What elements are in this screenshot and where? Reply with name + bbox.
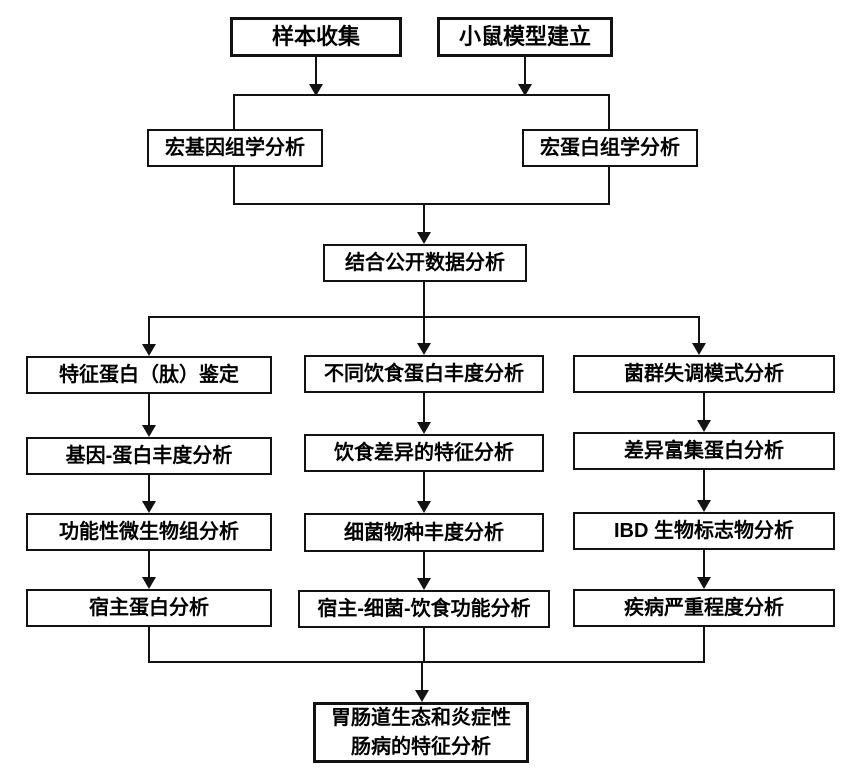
node-feature-protein-identification-label: 特征蛋白（肽）鉴定 [59, 364, 239, 386]
node-diet-difference-features: 饮食差异的特征分析 [304, 434, 544, 472]
arrowhead-final-icon [415, 690, 429, 702]
arrowhead-left-col-icon [142, 344, 156, 356]
node-combined-public-data-label: 结合公开数据分析 [345, 252, 505, 274]
connector-split-right-down [698, 316, 700, 344]
node-mouse-model-label: 小鼠模型建立 [458, 23, 591, 49]
node-feature-protein-identification: 特征蛋白（肽）鉴定 [26, 356, 272, 394]
connector-merge-to-publicdata [423, 205, 425, 233]
node-diet-difference-features-label: 饮食差异的特征分析 [334, 442, 514, 464]
arrowhead-right-2-3-icon [697, 500, 711, 512]
arrowhead-mid-1-2-icon [417, 422, 431, 434]
node-disease-severity: 疾病严重程度分析 [573, 589, 835, 627]
node-combined-public-data: 结合公开数据分析 [323, 244, 527, 282]
connector-top-hline [233, 94, 610, 96]
node-functional-microbiome: 功能性微生物组分析 [26, 513, 272, 551]
arrowhead-right-1-2-icon [697, 420, 711, 432]
node-functional-microbiome-label: 功能性微生物组分析 [59, 521, 239, 543]
connector-split-left-down [148, 316, 150, 344]
connector-bottom-hline [148, 661, 705, 663]
connector-to-final [421, 663, 423, 690]
arrowhead-left-2-3-icon [142, 501, 156, 513]
connector-mid-3-4 [423, 552, 425, 578]
node-dysbiosis-pattern-label: 菌群失调模式分析 [624, 363, 784, 385]
node-sample-collection-label: 样本收集 [271, 23, 360, 49]
connector-mid-1-2 [423, 393, 425, 422]
arrowhead-left-3-4-icon [142, 577, 156, 589]
connector-right-3-4 [703, 550, 705, 577]
node-gene-protein-abundance-label: 基因-蛋白丰度分析 [65, 445, 233, 467]
arrowhead-left-1-2-icon [142, 425, 156, 437]
connector-publicdata-down [423, 282, 425, 344]
connector-sample-down [315, 57, 317, 84]
node-final-conclusion: 胃肠道生态和炎症性 肠病的特征分析 [313, 702, 529, 763]
connector-left-2-3 [148, 475, 150, 501]
arrowhead-right-3-4-icon [697, 577, 711, 589]
node-mouse-model: 小鼠模型建立 [437, 17, 613, 57]
node-final-conclusion-line1: 胃肠道生态和炎症性 [331, 706, 511, 729]
connector-left-1-2 [148, 394, 150, 425]
node-host-bacteria-diet-function-label: 宿主-细菌-饮食功能分析 [317, 598, 531, 620]
connector-right-1-2 [703, 393, 705, 420]
node-metaproteomics: 宏蛋白组学分析 [522, 129, 698, 167]
node-dysbiosis-pattern: 菌群失调模式分析 [573, 355, 835, 393]
arrowhead-mid-3-4-icon [417, 578, 431, 590]
node-disease-severity-label: 疾病严重程度分析 [624, 597, 784, 619]
node-final-conclusion-line2: 肠病的特征分析 [351, 735, 491, 758]
connector-merge-hline [233, 203, 610, 205]
arrowhead-publicdata-icon [417, 232, 431, 244]
connector-mouse-down [524, 57, 526, 84]
node-host-protein-label: 宿主蛋白分析 [89, 597, 209, 619]
connector-right-2-3 [703, 470, 705, 500]
node-bacteria-species-abundance-label: 细菌物种丰度分析 [344, 521, 504, 544]
arrowhead-right-col-icon [692, 343, 706, 355]
node-host-protein: 宿主蛋白分析 [26, 589, 272, 627]
node-host-bacteria-diet-function: 宿主-细菌-饮食功能分析 [298, 590, 550, 628]
node-metagenomics-label: 宏基因组学分析 [165, 137, 305, 159]
node-bacteria-species-abundance: 细菌物种丰度分析 [304, 513, 544, 552]
node-differential-enriched-protein-label: 差异富集蛋白分析 [624, 440, 784, 462]
arrowhead-mouse-down-icon [518, 84, 532, 96]
connector-right-bottom-down [703, 627, 705, 663]
connector-left-bottom-down [148, 627, 150, 663]
node-ibd-biomarker: IBD 生物标志物分析 [573, 512, 835, 550]
node-differential-enriched-protein: 差异富集蛋白分析 [573, 432, 835, 470]
connector-split-hline [148, 316, 700, 318]
node-gene-protein-abundance: 基因-蛋白丰度分析 [26, 437, 272, 475]
connector-mid-bottom-down [423, 628, 425, 663]
arrowhead-mid-2-3-icon [417, 501, 431, 513]
node-diet-protein-abundance-label: 不同饮食蛋白丰度分析 [324, 363, 524, 385]
node-diet-protein-abundance: 不同饮食蛋白丰度分析 [304, 355, 544, 393]
arrowhead-sample-down-icon [309, 84, 323, 96]
connector-mid-2-3 [423, 472, 425, 501]
connector-left-3-4 [148, 551, 150, 577]
node-sample-collection: 样本收集 [230, 17, 402, 57]
node-ibd-biomarker-label: IBD 生物标志物分析 [614, 520, 794, 542]
node-metagenomics: 宏基因组学分析 [147, 129, 323, 167]
arrowhead-middle-col-icon [417, 343, 431, 355]
node-metaproteomics-label: 宏蛋白组学分析 [540, 137, 680, 159]
